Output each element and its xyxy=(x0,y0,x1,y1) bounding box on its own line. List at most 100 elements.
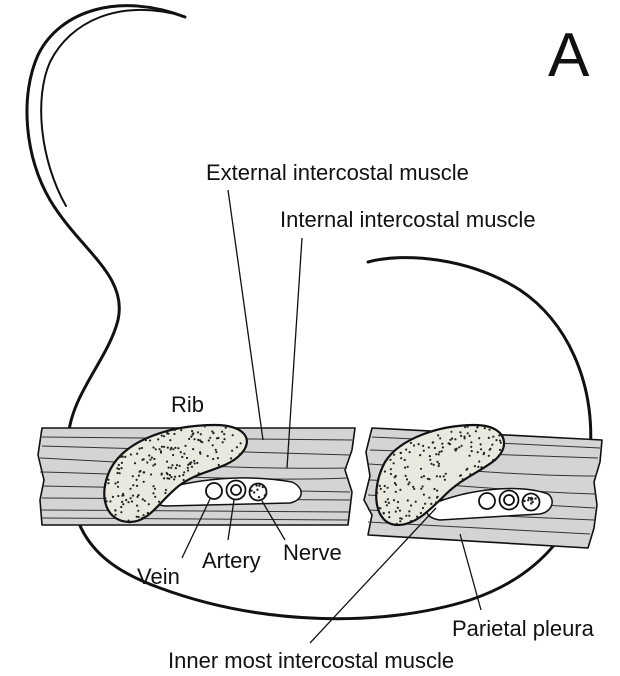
stipple-dot xyxy=(169,439,171,441)
stipple-dot xyxy=(166,472,168,474)
stipple-dot xyxy=(217,437,219,439)
stipple-dot xyxy=(468,455,470,457)
stipple-dot xyxy=(152,446,154,448)
stipple-dot xyxy=(177,447,179,449)
stipple-dot xyxy=(114,482,116,484)
stipple-dot xyxy=(408,515,410,517)
stipple-dot xyxy=(150,473,152,475)
stipple-dot xyxy=(410,442,412,444)
stipple-dot xyxy=(182,474,184,476)
stipple-dot xyxy=(445,473,447,475)
stipple-dot xyxy=(387,498,389,500)
stipple-dot xyxy=(480,448,482,450)
stipple-dot xyxy=(460,435,462,437)
stipple-dot xyxy=(469,473,471,475)
stipple-dot xyxy=(418,443,420,445)
stipple-dot xyxy=(117,486,119,488)
stipple-dot xyxy=(255,484,257,486)
stipple-dot xyxy=(152,492,154,494)
stipple-dot xyxy=(169,474,171,476)
stipple-dot xyxy=(174,476,176,478)
stipple-dot xyxy=(148,503,150,505)
stipple-dot xyxy=(172,448,174,450)
stipple-dot xyxy=(146,461,148,463)
stipple-dot xyxy=(163,446,165,448)
stipple-dot xyxy=(450,431,452,433)
stipple-dot xyxy=(138,475,140,477)
stipple-dot xyxy=(192,448,194,450)
stipple-dot xyxy=(250,490,252,492)
stipple-dot xyxy=(160,450,162,452)
stipple-dot xyxy=(132,475,134,477)
stipple-dot xyxy=(489,449,491,451)
stipple-dot xyxy=(495,439,497,441)
stipple-dot xyxy=(389,459,391,461)
stipple-dot xyxy=(155,448,157,450)
stipple-dot xyxy=(173,478,175,480)
stipple-dot xyxy=(132,484,134,486)
stipple-dot xyxy=(258,496,260,498)
stipple-dot xyxy=(112,496,114,498)
stipple-dot xyxy=(397,501,399,503)
stipple-dot xyxy=(265,493,267,495)
stipple-dot xyxy=(404,459,406,461)
stipple-dot xyxy=(137,494,139,496)
stipple-dot xyxy=(197,431,199,433)
stipple-dot xyxy=(400,457,402,459)
stipple-dot xyxy=(390,473,392,475)
stipple-dot xyxy=(410,520,412,522)
stipple-dot xyxy=(120,506,122,508)
stipple-dot xyxy=(145,439,147,441)
stipple-dot xyxy=(532,501,534,503)
stipple-dot xyxy=(242,432,244,434)
stipple-dot xyxy=(232,434,234,436)
stipple-dot xyxy=(430,503,432,505)
stipple-dot xyxy=(435,501,437,503)
stipple-dot xyxy=(379,485,381,487)
stipple-dot xyxy=(437,434,439,436)
stipple-dot xyxy=(469,435,471,437)
stipple-dot xyxy=(122,493,124,495)
stipple-dot xyxy=(170,476,172,478)
stipple-dot xyxy=(106,500,108,502)
stipple-dot xyxy=(132,495,134,497)
label-vein: Vein xyxy=(137,564,180,589)
stipple-dot xyxy=(429,459,431,461)
stipple-dot xyxy=(488,455,490,457)
stipple-dot xyxy=(399,520,401,522)
stipple-dot xyxy=(484,427,486,429)
stipple-dot xyxy=(460,474,462,476)
stipple-dot xyxy=(176,464,178,466)
stipple-dot xyxy=(492,459,494,461)
stipple-dot xyxy=(253,491,255,493)
stipple-dot xyxy=(499,449,501,451)
stipple-dot xyxy=(144,500,146,502)
stipple-dot xyxy=(107,482,109,484)
stipple-dot xyxy=(499,453,501,455)
stipple-dot xyxy=(463,436,465,438)
stipple-dot xyxy=(181,456,183,458)
stipple-dot xyxy=(534,497,536,499)
stipple-dot xyxy=(154,496,156,498)
stipple-dot xyxy=(136,485,138,487)
stipple-dot xyxy=(217,457,219,459)
stipple-dot xyxy=(423,450,425,452)
stipple-dot xyxy=(161,473,163,475)
stipple-dot xyxy=(530,497,532,499)
stipple-dot xyxy=(170,467,172,469)
stipple-dot xyxy=(107,479,109,481)
stipple-dot xyxy=(130,453,132,455)
stipple-dot xyxy=(467,432,469,434)
stipple-dot xyxy=(483,452,485,454)
stipple-dot xyxy=(427,478,429,480)
label-parietal-pleura: Parietal pleura xyxy=(452,616,595,641)
stipple-dot xyxy=(134,462,136,464)
stipple-dot xyxy=(116,467,118,469)
stipple-dot xyxy=(396,523,398,525)
stipple-dot xyxy=(471,450,473,452)
stipple-dot xyxy=(386,504,388,506)
stipple-dot xyxy=(174,429,176,431)
stipple-dot xyxy=(436,490,438,492)
stipple-dot xyxy=(215,449,217,451)
stipple-dot xyxy=(395,491,397,493)
